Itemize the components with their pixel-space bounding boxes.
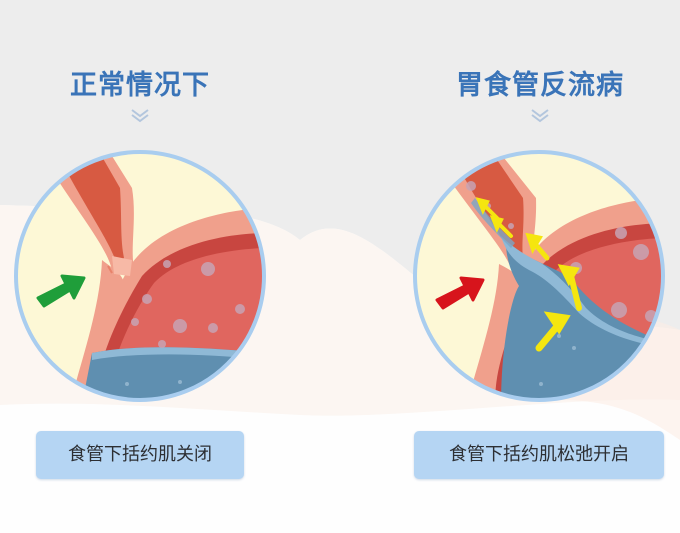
title-gerd: 胃食管反流病	[456, 70, 624, 101]
caption-sphincter-relaxed-open: 食管下括约肌松弛开启	[414, 431, 664, 479]
red-arrow-icon	[435, 276, 485, 310]
chevron-down-icon	[131, 109, 149, 123]
green-arrow-icon	[36, 274, 86, 308]
title-normal: 正常情况下	[70, 70, 210, 101]
chevron-down-icon	[531, 109, 549, 123]
normal-sphincter-illustration	[14, 150, 266, 402]
caption-sphincter-closed: 食管下括约肌关闭	[36, 431, 244, 479]
reflux-arrow-icon	[475, 197, 582, 352]
reflux-sphincter-illustration	[413, 150, 665, 402]
